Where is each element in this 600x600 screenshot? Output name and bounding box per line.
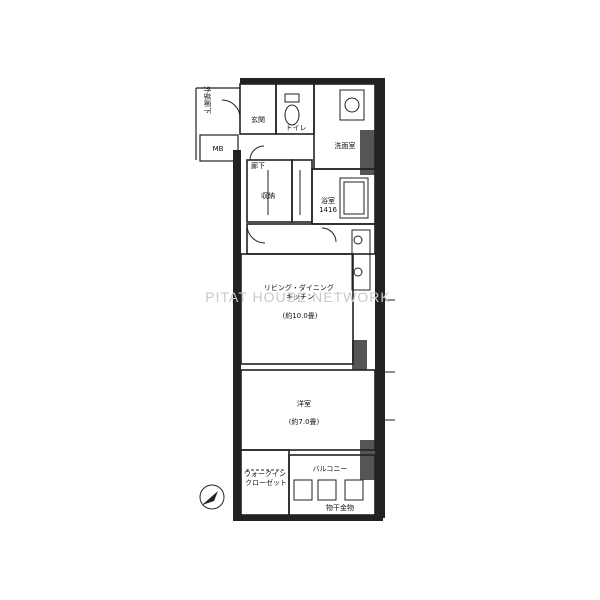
fixtures bbox=[246, 89, 371, 501]
label-entrance: 玄関 bbox=[251, 115, 265, 124]
label-balcony: バルコニー bbox=[313, 465, 348, 473]
label-shelf: 物干金物 bbox=[326, 503, 354, 512]
north-arrow-icon bbox=[199, 484, 225, 510]
label-storage: 収納 bbox=[261, 191, 275, 200]
exterior-walls bbox=[233, 78, 385, 521]
label-corridor: 廊下 bbox=[251, 161, 265, 170]
label-washroom: 洗面室 bbox=[335, 141, 356, 150]
external-area bbox=[195, 87, 240, 162]
label-closet: ウォークイン クローゼット bbox=[244, 470, 288, 487]
label-living: リビング・ダイニング キッチン bbox=[264, 283, 336, 301]
label-bath: 浴室 bbox=[321, 196, 335, 205]
label-toilet: トイレ bbox=[286, 124, 307, 132]
watermark: PITAT HOUSE NETWORK bbox=[205, 289, 390, 305]
windows bbox=[385, 299, 395, 421]
label-living-size: (約10.0畳) bbox=[282, 311, 317, 320]
interior-walls bbox=[239, 83, 376, 516]
label-hall-side: 外部廊下 bbox=[203, 86, 212, 114]
label-western-size: (約7.0畳) bbox=[289, 417, 320, 426]
doors bbox=[221, 99, 337, 244]
label-mb: MB bbox=[213, 145, 224, 153]
label-bath-size: 1416 bbox=[319, 206, 337, 214]
room-labels: 外部廊下 MB 玄関 トイレ 洗面室 廊下 収納 浴室 1416 リビング・ダイ… bbox=[203, 86, 356, 512]
label-western: 洋室 bbox=[297, 399, 311, 408]
